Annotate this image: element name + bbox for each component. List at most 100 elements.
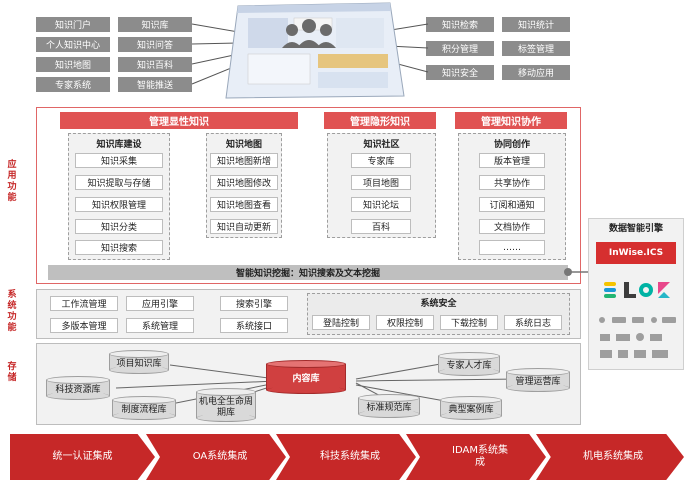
storage-db[interactable]: 管理运营库 (506, 368, 570, 392)
feature-item[interactable]: 知识论坛 (351, 197, 411, 212)
feature-item[interactable]: …… (479, 240, 545, 255)
logstash-logo-icon (624, 282, 636, 298)
integration-arrow[interactable]: 科技系统集成 (276, 434, 416, 480)
storage-db[interactable]: 机电全生命周期库 (196, 388, 256, 422)
portal-item[interactable]: 知识统计 (502, 17, 570, 32)
feature-item[interactable]: 知识权限管理 (75, 197, 163, 212)
portal-item[interactable]: 知识库 (118, 17, 192, 32)
storage-db-label: 管理运营库 (515, 377, 561, 387)
feature-item[interactable]: 知识自动更新 (210, 219, 278, 234)
security-item[interactable]: 权限控制 (376, 315, 434, 330)
integration-arrow[interactable]: OA系统集成 (146, 434, 286, 480)
storage-db-label: 机电全生命周期库 (198, 396, 253, 418)
storage-db[interactable]: 科技资源库 (46, 376, 110, 400)
feature-item[interactable]: 知识采集 (75, 153, 163, 168)
engine-title: 数据智能引擎 (608, 223, 663, 234)
portal-item[interactable]: 专家系统 (36, 77, 110, 92)
feature-item[interactable]: 文档协作 (479, 219, 545, 234)
feature-item[interactable]: 百科 (351, 219, 411, 234)
storage-db[interactable]: 典型案例库 (440, 396, 502, 420)
integration-label: IDAM系统集成 (452, 445, 508, 468)
content-db-center[interactable]: 内容库 (266, 360, 346, 394)
tool-icon (650, 334, 662, 341)
sys-item[interactable]: 系统管理 (126, 318, 194, 333)
storage-db[interactable]: 专家人才库 (438, 352, 500, 376)
storage-db-label: 专家人才库 (446, 361, 492, 371)
tool-icon (636, 333, 644, 341)
integration-label: 统一认证集成 (52, 451, 113, 462)
security-item[interactable]: 系统日志 (504, 315, 562, 330)
feature-item[interactable]: 订阅和通知 (479, 197, 545, 212)
portal-item[interactable]: 标签管理 (502, 41, 570, 56)
feature-item[interactable]: 项目地图 (351, 175, 411, 190)
engine-brand[interactable]: InWise.ICS (596, 242, 676, 264)
mining-bar[interactable]: 智能知识挖掘：知识搜索及文本挖掘 (48, 265, 568, 280)
portal-item[interactable]: 移动应用 (502, 65, 570, 80)
column-title: 知识库建设 (96, 140, 142, 150)
integration-label: 机电系统集成 (583, 451, 643, 462)
header-collab: 管理知识协作 (455, 112, 567, 129)
side-label-app: 应用功能 (7, 160, 17, 203)
feature-item[interactable]: 知识提取与存储 (75, 175, 163, 190)
feature-item[interactable]: 版本管理 (479, 153, 545, 168)
sys-item[interactable]: 应用引擎 (126, 296, 194, 311)
portal-item[interactable]: 知识地图 (36, 57, 110, 72)
tool-icon (651, 317, 657, 323)
side-label-sys: 系统功能 (7, 290, 17, 333)
tool-icon (599, 317, 605, 323)
tool-icon (600, 350, 612, 358)
beats-logo-icon (639, 283, 653, 297)
security-item[interactable]: 登陆控制 (312, 315, 370, 330)
feature-item[interactable]: 共享协作 (479, 175, 545, 190)
portal-item[interactable]: 智能推送 (118, 77, 192, 92)
feature-item[interactable]: 知识分类 (75, 219, 163, 234)
tool-icon (632, 317, 644, 323)
feature-item[interactable]: 专家库 (351, 153, 411, 168)
tool-icon (600, 334, 610, 341)
feature-item[interactable]: 知识地图查看 (210, 197, 278, 212)
feature-item[interactable]: 知识搜索 (75, 240, 163, 255)
storage-db-label: 科技资源库 (55, 385, 101, 395)
portal-item[interactable]: 知识门户 (36, 17, 110, 32)
portal-item[interactable]: 知识安全 (426, 65, 494, 80)
tool-icon (612, 317, 626, 323)
elastic-logo-icon (604, 282, 616, 298)
security-item[interactable]: 下载控制 (440, 315, 498, 330)
sys-item[interactable]: 系统接口 (220, 318, 288, 333)
sys-item[interactable]: 多版本管理 (50, 318, 118, 333)
column-title: 协同创作 (493, 140, 530, 150)
portal-item[interactable]: 个人知识中心 (36, 37, 110, 52)
content-db-label: 内容库 (292, 374, 320, 384)
portal-item[interactable]: 知识问答 (118, 37, 192, 52)
storage-db-label: 项目知识库 (116, 359, 162, 369)
integration-label: 科技系统集成 (320, 451, 380, 462)
portal-item[interactable]: 知识百科 (118, 57, 192, 72)
storage-db-label: 典型案例库 (448, 405, 494, 415)
feature-item[interactable]: 知识地图新增 (210, 153, 278, 168)
sys-item[interactable]: 搜索引擎 (220, 296, 288, 311)
column-title: 知识社区 (363, 140, 400, 150)
security-title: 系统安全 (420, 299, 457, 309)
storage-db[interactable]: 制度流程库 (112, 396, 176, 420)
storage-db[interactable]: 项目知识库 (109, 350, 169, 374)
portal-item[interactable]: 积分管理 (426, 41, 494, 56)
integration-label: OA系统集成 (192, 451, 248, 462)
portal-users-illustration (191, 2, 429, 99)
storage-db-label: 制度流程库 (121, 405, 167, 415)
storage-db[interactable]: 标准规范库 (358, 394, 420, 418)
integration-arrow[interactable]: IDAM系统集成 (406, 434, 546, 480)
portal-item[interactable]: 知识检索 (426, 17, 494, 32)
feature-item[interactable]: 知识地图修改 (210, 175, 278, 190)
integration-arrow[interactable]: 机电系统集成 (536, 434, 684, 480)
integration-arrow[interactable]: 统一认证集成 (10, 434, 155, 480)
header-implicit: 管理隐形知识 (324, 112, 436, 129)
tool-icon (634, 350, 646, 358)
engine-tech-logos (599, 282, 676, 358)
tool-icon (662, 317, 676, 323)
tool-icon (652, 350, 668, 358)
kibana-logo-icon (658, 282, 670, 298)
header-explicit: 管理显性知识 (60, 112, 298, 129)
side-label-store: 存储 (7, 362, 17, 383)
tool-icon (616, 334, 630, 341)
sys-item[interactable]: 工作流管理 (50, 296, 118, 311)
